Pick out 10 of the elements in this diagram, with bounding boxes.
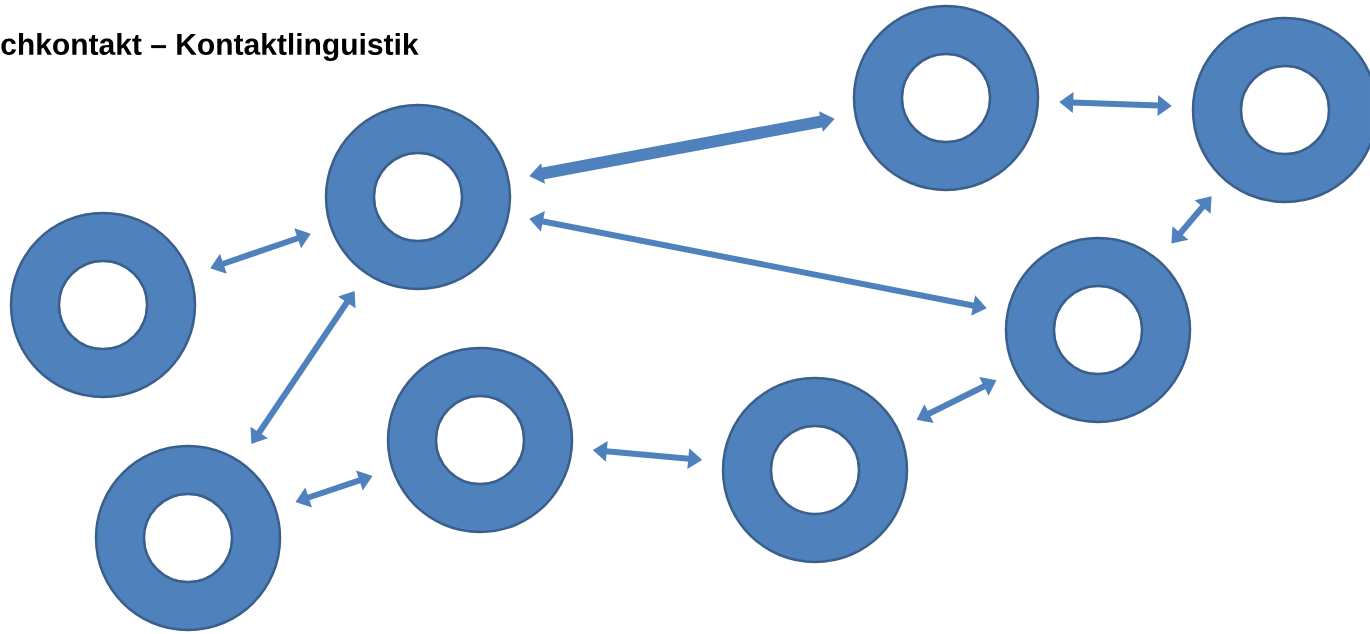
ring-shape [1191, 16, 1370, 204]
ring-shape [94, 444, 282, 632]
ring-shape [852, 4, 1040, 192]
ring-shape [1004, 236, 1192, 424]
title: chkontakt – Kontaktlinguistik [1, 32, 419, 62]
ring-shape [324, 103, 512, 291]
ring-shape [386, 346, 574, 534]
ring-shape [9, 211, 197, 399]
ring-shape [721, 376, 909, 564]
double-arrow [1171, 196, 1212, 244]
